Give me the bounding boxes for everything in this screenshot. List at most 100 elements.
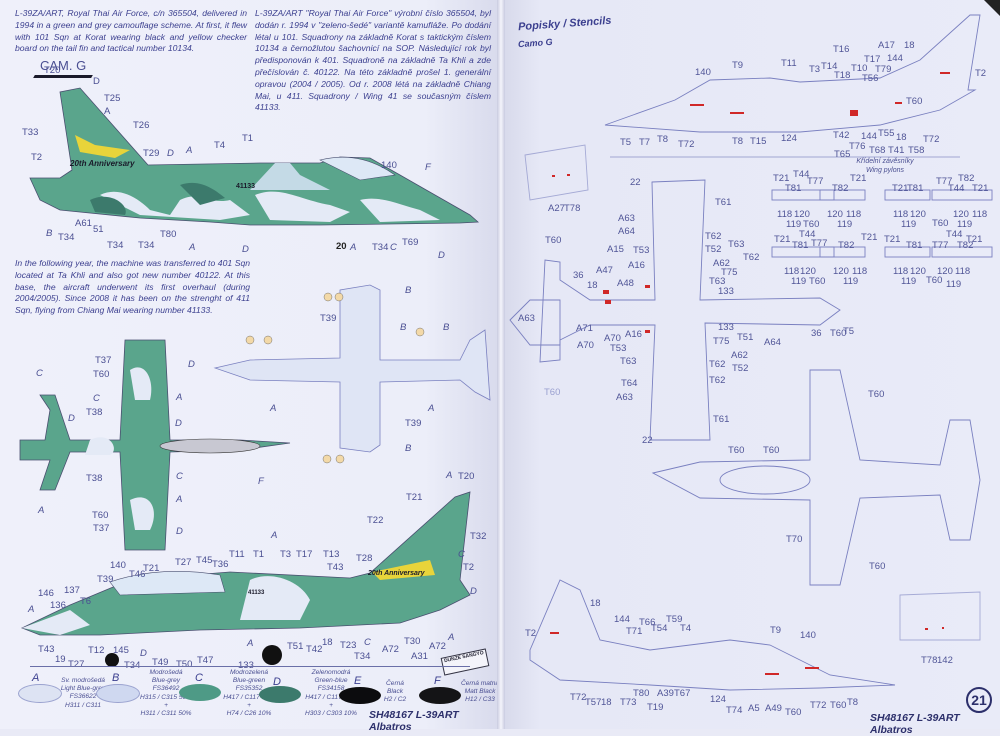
callout-label: F <box>258 476 264 487</box>
callout-label: A31 <box>411 651 428 662</box>
stencil-label: A15 <box>607 244 624 255</box>
callout-label: T20 <box>458 471 475 482</box>
stencil-label: T72 <box>810 700 827 711</box>
wing-pylons-title: Křídelní závěsníky Wing pylons <box>856 158 914 174</box>
pylon-label: 119 <box>946 279 962 290</box>
stencil-label: T60 <box>785 707 802 718</box>
pylon-label: 118 <box>777 209 793 220</box>
callout-label: D <box>242 244 249 255</box>
stencil-label: T59 <box>666 614 683 625</box>
callout-label: C <box>93 393 100 404</box>
stencil-label: T8 <box>657 134 669 145</box>
pylon-label: 120 <box>937 266 953 277</box>
callout-label: A <box>448 632 455 643</box>
stencil-label: 18 <box>896 132 907 143</box>
stencil-label: T53 <box>610 343 627 354</box>
stencil-label: T16 <box>833 44 850 55</box>
pylon-label: T81 <box>906 240 923 251</box>
pylon-label: 119 <box>791 276 807 287</box>
stencil-label: T52 <box>705 244 722 255</box>
stencil-label: T2 <box>975 68 987 79</box>
swatch-oval <box>96 684 140 703</box>
swatch-letter: E <box>354 675 362 687</box>
pylon-label: T21 <box>850 173 867 184</box>
callout-label: T33 <box>22 127 39 138</box>
pylon-label: 120 <box>827 209 843 220</box>
stencil-label: T17 <box>864 54 881 65</box>
stencil-label: T61 <box>715 197 732 208</box>
stencil-label: T60 <box>830 700 847 711</box>
stencil-label: T15 <box>750 136 767 147</box>
callout-label: T25 <box>104 93 121 104</box>
swatch-oval <box>339 687 381 704</box>
stencil-label: T62 <box>743 252 760 263</box>
top-view-camo-aircraft <box>19 339 291 551</box>
pylon-label: 120 <box>833 266 849 277</box>
callout-label: A72 <box>429 641 446 652</box>
callout-label: A <box>189 242 196 253</box>
callout-label: T22 <box>367 515 384 526</box>
stencil-label: T60 <box>545 235 562 246</box>
stencil-label: 133 <box>718 322 734 333</box>
stencil-label: T80 <box>633 688 650 699</box>
pylon-label: T21 <box>966 234 983 245</box>
swatch-description: Modrošedá Blue-grey FS36492 H315 / C315 … <box>139 669 193 718</box>
callout-label: 19 <box>55 654 66 665</box>
callout-label: T32 <box>470 531 487 542</box>
callout-label: 140 <box>381 160 397 171</box>
stencil-label: T19 <box>647 702 664 713</box>
callout-label: T1 <box>242 133 254 144</box>
callout-label: C <box>364 637 371 648</box>
stencil-label: T8 <box>847 697 859 708</box>
stencil-label: T8 <box>732 136 744 147</box>
callout-label: D <box>140 648 147 659</box>
left-page: L-39ZA/ART, Royal Thai Air Force, c/n 36… <box>0 0 500 733</box>
pylon-label: 119 <box>901 276 917 287</box>
swatch-description: Černá matná Matt Black H12 / C33 <box>460 680 500 704</box>
pylon-label: 119 <box>843 276 859 287</box>
callout-label: T34 <box>58 232 75 243</box>
callout-label: T45 <box>196 555 213 566</box>
callout-label: T42 <box>306 644 323 655</box>
callout-label: T17 <box>296 549 313 560</box>
callout-label: 137 <box>64 585 80 596</box>
callout-label: T47 <box>197 655 214 666</box>
page-number: 21 <box>966 687 992 713</box>
stencil-label: T75 <box>721 267 738 278</box>
stencil-label: T78 <box>921 655 938 666</box>
stencil-label: 124 <box>781 133 797 144</box>
stencil-detail-top <box>524 144 589 201</box>
callout-label: T21 <box>406 492 423 503</box>
callout-label: A61 <box>75 218 92 229</box>
callout-label: A <box>350 242 357 253</box>
callout-label: T46 <box>129 569 146 580</box>
pylon-label: T21 <box>774 234 791 245</box>
swatch-oval <box>259 686 301 703</box>
tail-anniversary-text-bottom: 20th Anniversary <box>367 570 426 577</box>
pylon-label: 120 <box>794 209 810 220</box>
callout-label: D <box>175 418 182 429</box>
pylon-label: T60 <box>932 218 949 229</box>
stencil-label: T58 <box>908 145 925 156</box>
pylon-label: T81 <box>792 240 809 251</box>
callout-label: 140 <box>110 560 126 571</box>
callout-label: D <box>438 250 445 261</box>
stencil-label: T42 <box>833 130 850 141</box>
right-page-footer: SH48167 L-39ART Albatros <box>870 712 960 736</box>
callout-label: B <box>443 322 450 333</box>
callout-label: T34 <box>107 240 124 251</box>
stencil-label: A64 <box>764 337 781 348</box>
stencil-label: T60 <box>906 96 923 107</box>
stencil-label: T60 <box>728 445 745 456</box>
stencil-label: 144 <box>861 131 877 142</box>
stencil-label: T63 <box>620 356 637 367</box>
stencil-bottom-view <box>509 179 841 441</box>
stencil-label: T9 <box>770 625 782 636</box>
stencil-label: T70 <box>786 534 803 545</box>
callout-label: D <box>68 413 75 424</box>
pylon-label: T21 <box>773 173 790 184</box>
stencil-label: 144 <box>614 614 630 625</box>
left-page-footer: SH48167 L-39ART Albatros <box>369 709 459 733</box>
callout-label: T28 <box>356 553 373 564</box>
stencil-label: T61 <box>713 414 730 425</box>
